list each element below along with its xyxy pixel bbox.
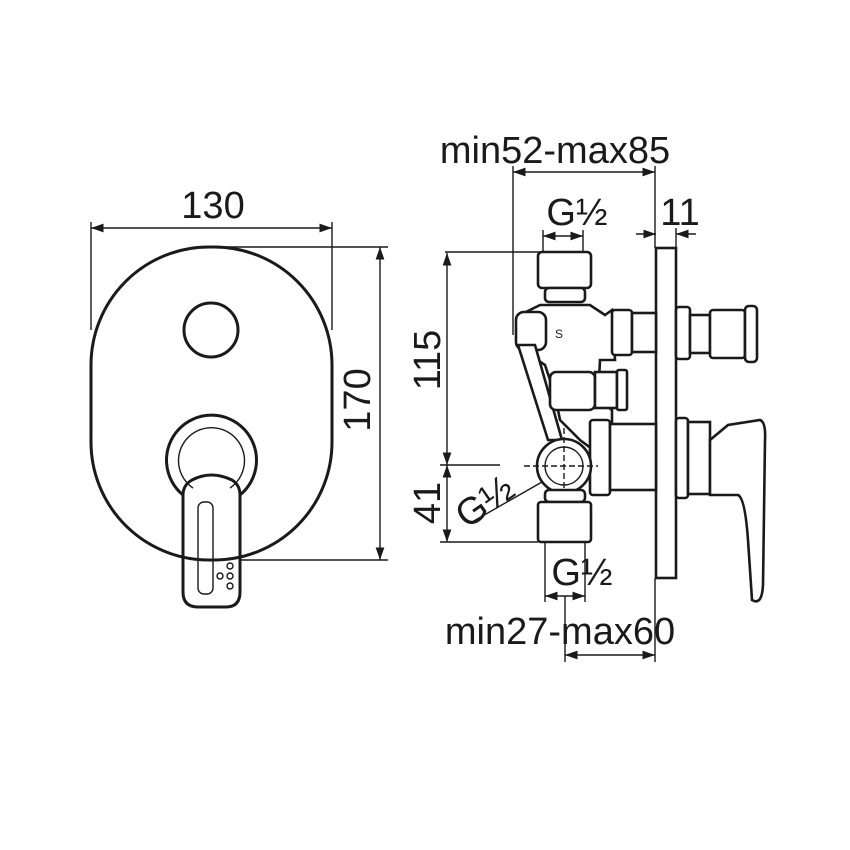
indicator-dot: [226, 582, 234, 590]
lever-slot: [197, 501, 214, 595]
height-label: 170: [337, 368, 379, 431]
inlet-top-label: G½: [546, 192, 607, 234]
indicator-dot: [226, 572, 234, 580]
lever-handle-side: [708, 418, 767, 603]
diverter-button: [182, 301, 240, 359]
indicator-dot: [216, 572, 224, 580]
plate-thickness-label: 11: [660, 192, 699, 234]
top-inlet-fitting: [536, 250, 593, 290]
handle-ring: [165, 413, 258, 497]
front-view: 130 170: [89, 185, 388, 609]
body-mark: S: [555, 327, 563, 341]
diverter-button-side: [674, 305, 692, 361]
width-label: 130: [181, 185, 244, 227]
lever-handle: [181, 473, 242, 609]
height-upper-label: 115: [407, 330, 449, 391]
wall-plate-side: [654, 246, 678, 580]
indicator-dot: [226, 562, 234, 570]
depth-range-label: min52-max85: [440, 130, 670, 172]
side-view: S min52-max85 G½: [407, 130, 767, 662]
cover-plate: [89, 245, 334, 562]
bottom-outlet-fitting: [536, 500, 593, 544]
diagonal-thread-label: G½: [448, 467, 522, 537]
handle-inner-ring: [177, 426, 246, 489]
lower-depth-range-label: min27-max60: [445, 611, 675, 653]
height-lower-label: 41: [407, 482, 449, 524]
outlet-bottom-label: G½: [551, 552, 612, 594]
